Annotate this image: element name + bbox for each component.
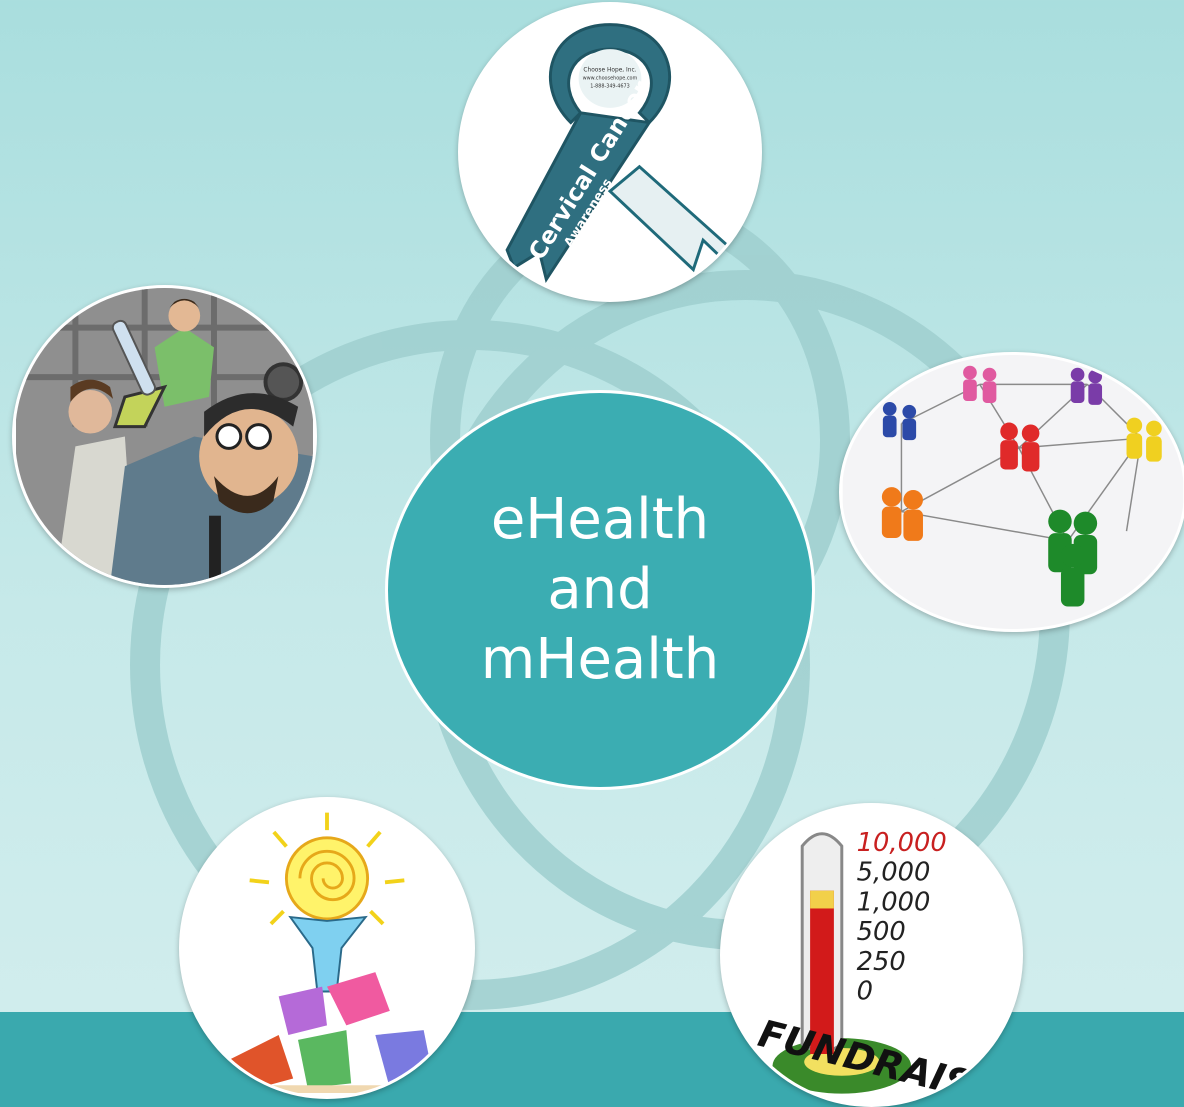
people-network-icon bbox=[842, 355, 1184, 629]
thermometer-icon: 10,000 5,000 1,000 500 250 0 FUNDRAISING bbox=[723, 806, 1020, 1104]
tick-250: 250 bbox=[857, 947, 906, 977]
ribbon-publisher: Choose Hope, Inc. bbox=[583, 68, 636, 74]
tick-0: 0 bbox=[857, 977, 873, 1007]
center-line-mhealth: mHealth bbox=[480, 627, 720, 692]
center-line-and: and bbox=[547, 557, 653, 622]
ribbon-image: Choose Hope, Inc. www.choosehope.com 1-8… bbox=[458, 2, 762, 302]
center-line-ehealth: eHealth bbox=[490, 487, 710, 552]
tick-10000: 10,000 bbox=[857, 828, 947, 858]
ribbon-phone: 1-888-349-4673 bbox=[590, 83, 630, 89]
network-image bbox=[839, 352, 1184, 632]
center-circle: eHealth and mHealth bbox=[385, 390, 815, 790]
awareness-ribbon-icon: Choose Hope, Inc. www.choosehope.com 1-8… bbox=[463, 5, 757, 299]
scientists-icon bbox=[16, 288, 313, 585]
tick-500: 500 bbox=[857, 917, 906, 947]
fundraising-image: 10,000 5,000 1,000 500 250 0 FUNDRAISING bbox=[720, 803, 1023, 1107]
teamwork-image bbox=[179, 797, 475, 1099]
teamwork-sun-icon bbox=[182, 803, 472, 1093]
center-label: eHealth and mHealth bbox=[481, 485, 719, 695]
ribbon-website: www.choosehope.com bbox=[583, 75, 638, 81]
tick-1000: 1,000 bbox=[857, 887, 931, 917]
tick-5000: 5,000 bbox=[857, 858, 931, 888]
lab-image bbox=[12, 285, 317, 588]
